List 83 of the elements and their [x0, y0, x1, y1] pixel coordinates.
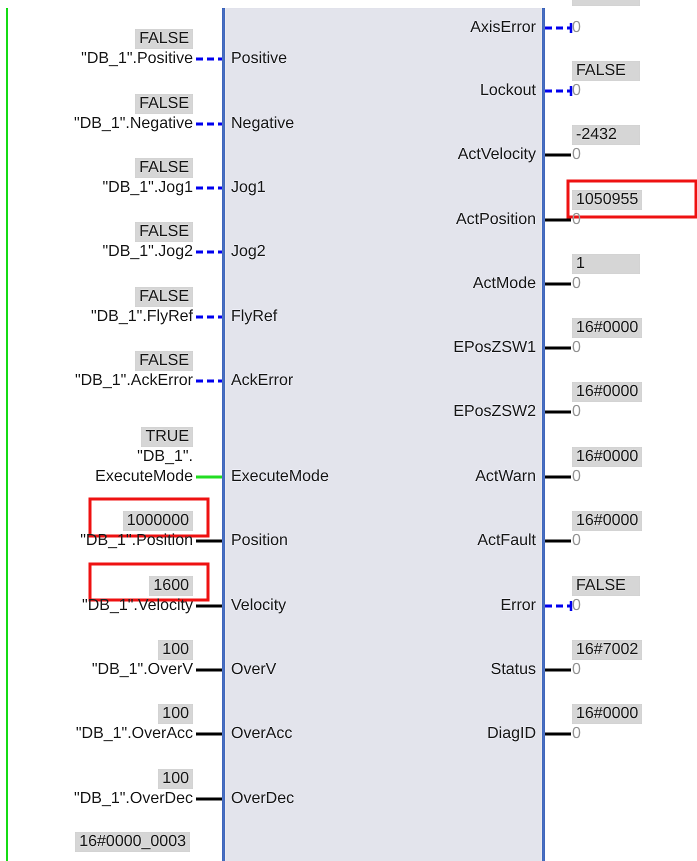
value-display: FALSE [135, 29, 193, 49]
operand-value: 0 [572, 661, 581, 678]
function-block [222, 8, 545, 861]
operand-label: "DB_1".OverDec [73, 789, 193, 809]
operand-label: "DB_1".Jog1 [101, 178, 193, 198]
connector-line [545, 218, 571, 222]
pin-label: ActVelocity [458, 145, 542, 165]
pin-label: ActWarn [475, 467, 542, 487]
connector-line [545, 84, 572, 98]
value-display: FALSE [135, 94, 193, 114]
value-display: TRUE [141, 427, 193, 447]
operand-value: 0 [572, 19, 581, 36]
operand-label: "DB_1".OverAcc [74, 724, 193, 744]
pin-label: OverAcc [225, 724, 292, 744]
pin-label: AckError [225, 371, 294, 391]
pin-label: ActPosition [456, 210, 542, 230]
value-display: 100 [158, 640, 193, 660]
pin-label: Status [490, 660, 542, 680]
pin-label: EPosZSW1 [453, 338, 542, 358]
pin-label: OverDec [225, 789, 294, 809]
connector-line [545, 346, 571, 350]
value-display: -2432 [572, 125, 640, 145]
pin-label: Jog2 [225, 242, 266, 262]
pin-label: DiagID [487, 724, 542, 744]
value-display: FALSE [572, 576, 640, 596]
operand-value: 0 [572, 339, 581, 356]
pin-label: Lockout [480, 81, 542, 101]
value-display: 100 [158, 769, 193, 789]
pin-label: AxisError [470, 18, 542, 38]
value-display: 100 [158, 704, 193, 724]
operand-label: "DB_1".Velocity [81, 596, 193, 616]
operand-label: "DB_1".AckError [74, 371, 193, 391]
value-display: 1050955 [572, 190, 642, 210]
connector-line [545, 732, 571, 736]
operand-label: "DB_1".Positive [80, 49, 193, 69]
operand-value: 0 [572, 146, 581, 163]
value-display: 16#0000_0003 [75, 832, 190, 852]
operand-value: 0 [572, 597, 581, 614]
value-display: 16#0000 [572, 511, 642, 531]
pin-label: Jog1 [225, 178, 266, 198]
operand-label: "DB_1".Jog2 [101, 242, 193, 262]
pin-label: Negative [225, 114, 294, 134]
value-display: 1000000 [122, 511, 193, 531]
connector-line [545, 22, 572, 34]
value-display: 16#0000 [572, 318, 642, 338]
connector-line [545, 154, 571, 156]
pin-label: OverV [225, 660, 276, 680]
value-display: 1 [572, 254, 640, 274]
pin-label: Error [500, 596, 542, 616]
connector-line [545, 540, 571, 542]
value-display: FALSE [135, 287, 193, 307]
pin-label: Velocity [225, 596, 286, 616]
value-display: FALSE [135, 222, 193, 242]
operand-value: 0 [572, 275, 581, 292]
pin-label: ActFault [477, 531, 542, 551]
operand-label: "DB_1".FlyRef [90, 307, 193, 327]
operand-label: "DB_1".OverV [90, 660, 193, 680]
value-display: FALSE [135, 158, 193, 178]
pin-label: Position [225, 531, 288, 551]
operand-label: "DB_1". ExecuteMode [94, 447, 193, 487]
pin-label: Positive [225, 49, 288, 69]
connector-line [545, 600, 572, 612]
operand-value: 0 [572, 532, 581, 549]
operand-label: "DB_1".Negative [73, 114, 193, 134]
value-display: 16#0000 [572, 447, 642, 467]
operand-value: 0 [572, 725, 581, 742]
value-display: 16#7002 [572, 640, 642, 660]
connector-line [545, 668, 571, 672]
value-display: 16#0000 [572, 704, 642, 724]
pin-label: EPosZSW2 [453, 402, 542, 422]
connector-line [545, 282, 571, 286]
value-display: FALSE [572, 61, 640, 81]
value-display: 1600 [149, 576, 193, 596]
pin-label: FlyRef [225, 307, 278, 327]
pin-label: ActMode [472, 274, 542, 294]
connector-line [545, 476, 571, 478]
connector-line [545, 410, 571, 414]
pin-label: ExecuteMode [225, 467, 329, 487]
operand-value: 0 [572, 468, 581, 485]
operand-value: 0 [572, 82, 581, 99]
value-display: FALSE [135, 351, 193, 371]
value-display: 16#0000 [572, 382, 642, 402]
operand-value: 0 [572, 403, 581, 420]
